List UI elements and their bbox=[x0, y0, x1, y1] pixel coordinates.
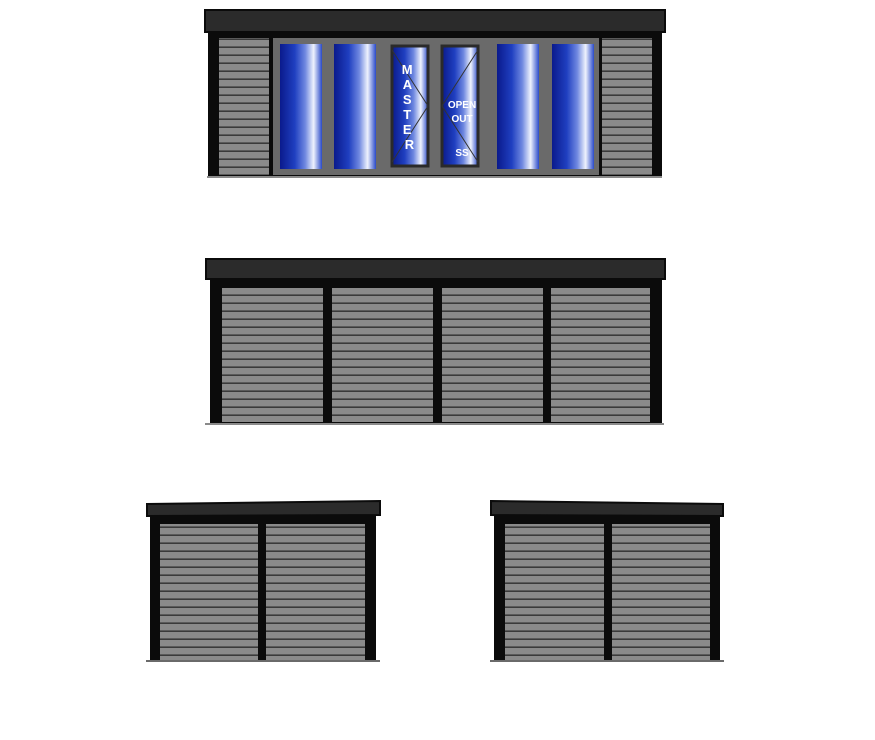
rear-cladding-panel bbox=[442, 288, 543, 422]
master-label: M A S T E R bbox=[402, 62, 418, 152]
master-letter-3: S bbox=[403, 92, 413, 107]
door-swing-lines bbox=[391, 49, 479, 163]
master-letter-1: M bbox=[402, 62, 414, 77]
master-letter-2: A bbox=[403, 77, 413, 92]
rear-roof bbox=[205, 258, 666, 280]
master-letter-4: T bbox=[403, 107, 412, 122]
left-side-cladding bbox=[266, 524, 365, 660]
door-leaf-ss bbox=[440, 44, 480, 168]
front-right-cladding bbox=[602, 38, 652, 175]
ss-label: SS bbox=[455, 148, 469, 159]
front-roof bbox=[204, 9, 666, 33]
left-side-cladding bbox=[160, 524, 258, 660]
rear-elevation bbox=[205, 258, 666, 425]
front-left-cladding bbox=[219, 38, 269, 175]
glass-pane bbox=[552, 44, 594, 169]
glass-pane bbox=[334, 44, 376, 169]
right-side-cladding bbox=[505, 524, 604, 660]
left-side-elevation bbox=[146, 499, 381, 662]
right-side-elevation bbox=[490, 499, 724, 662]
rear-cladding-panel bbox=[332, 288, 433, 422]
right-side-roof bbox=[490, 499, 724, 518]
out-label: OUT bbox=[451, 114, 472, 125]
glass-pane bbox=[280, 44, 322, 169]
front-elevation: M A S T E R OPEN OUT SS bbox=[204, 9, 666, 178]
master-letter-5: E bbox=[403, 122, 413, 137]
master-letter-6: R bbox=[405, 137, 415, 152]
door-leaf-master bbox=[390, 44, 430, 168]
rear-cladding-panel bbox=[222, 288, 323, 422]
front-glazing-frame bbox=[273, 38, 599, 175]
open-label: OPEN bbox=[448, 100, 476, 111]
glazing-panes bbox=[280, 44, 594, 169]
glass-pane bbox=[497, 44, 539, 169]
right-side-cladding bbox=[612, 524, 710, 660]
rear-cladding-panel bbox=[551, 288, 650, 422]
left-side-roof bbox=[146, 499, 381, 518]
